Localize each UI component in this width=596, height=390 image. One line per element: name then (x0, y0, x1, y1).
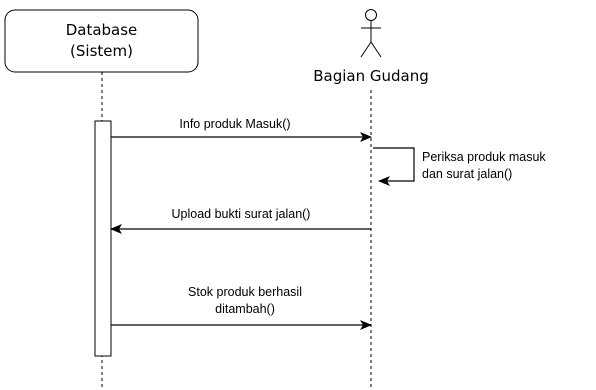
message-info-masuk-label: Info produk Masuk() (179, 117, 290, 131)
actor-label: Bagian Gudang (313, 67, 429, 85)
database-label-line2: (Sistem) (70, 42, 133, 60)
message-upload-label: Upload bukti surat jalan() (172, 207, 311, 221)
database-box (4, 9, 199, 73)
self-message-periksa-label-line2: dan surat jalan() (422, 167, 512, 181)
database-label-line1: Database (66, 21, 138, 39)
message-stok-label-line2: ditambah() (215, 302, 275, 316)
self-message-periksa-label-line1: Periksa produk masuk (422, 150, 546, 164)
self-message-periksa-arrow (373, 147, 415, 186)
database-activation-bar (94, 120, 112, 357)
database-participant: Database (Sistem) (4, 9, 199, 73)
bagian-gudang-actor-icon (360, 9, 382, 58)
message-stok-label-line1: Stok produk berhasil (188, 285, 302, 299)
